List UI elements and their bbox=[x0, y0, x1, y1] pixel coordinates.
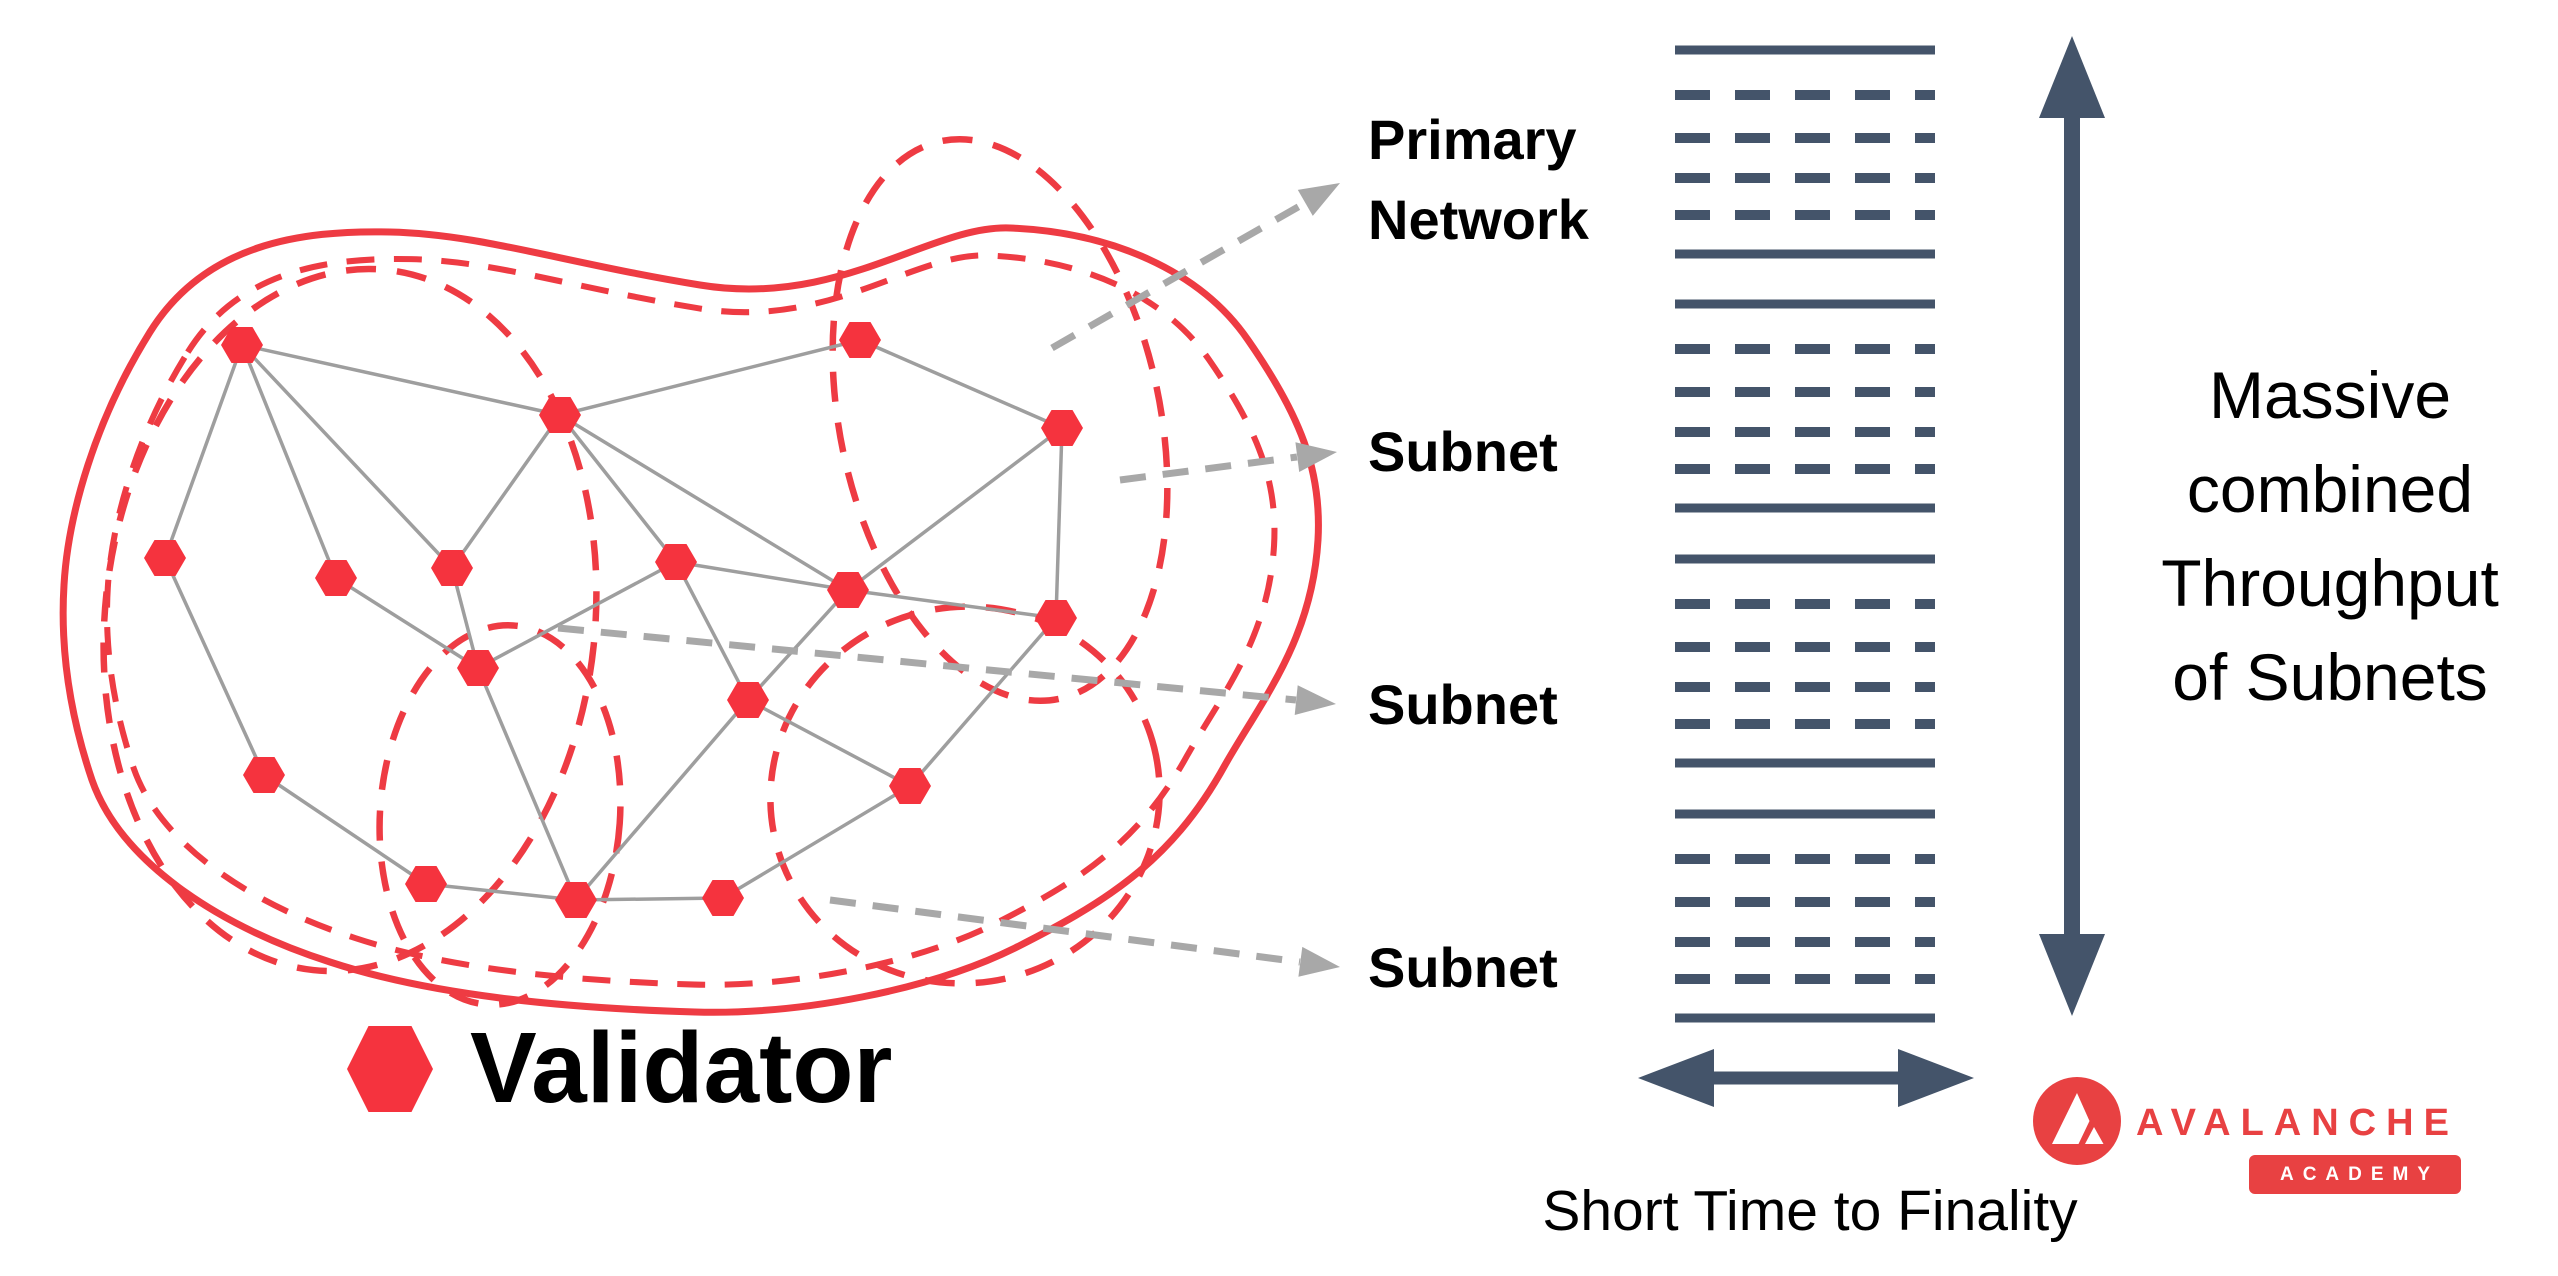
avalanche-wordmark: AVALANCHE bbox=[2136, 1102, 2459, 1144]
validator-hexagon bbox=[702, 880, 744, 916]
network-edge bbox=[263, 773, 427, 886]
arrowhead-icon bbox=[1298, 946, 1340, 977]
horizontal-double-arrow-icon bbox=[1638, 1049, 1974, 1107]
network-edge bbox=[425, 882, 577, 902]
arrowhead-icon bbox=[1297, 183, 1340, 216]
subnet-boundary-center bbox=[376, 622, 624, 1008]
academy-badge: ACADEMY bbox=[2249, 1155, 2461, 1194]
network-edge bbox=[558, 413, 678, 564]
avalanche-logo-icon bbox=[2033, 1077, 2121, 1165]
network-edge bbox=[675, 560, 849, 592]
subnet-label-3: Subnet bbox=[1368, 936, 1558, 999]
validator-hexagon bbox=[1035, 600, 1077, 636]
network-edges bbox=[163, 338, 1064, 902]
arrowhead-icon bbox=[1295, 442, 1337, 472]
validator-hexagon bbox=[539, 397, 581, 433]
network-edge bbox=[450, 413, 562, 570]
network-edge bbox=[559, 413, 849, 592]
validator-hexagon bbox=[431, 550, 473, 586]
validator-hexagon bbox=[555, 882, 597, 918]
network-edge bbox=[674, 561, 750, 701]
network-edge bbox=[476, 667, 578, 901]
network-edge bbox=[846, 426, 1064, 592]
validator-legend-hexagon-icon bbox=[347, 1026, 433, 1112]
network-edge bbox=[722, 784, 911, 900]
leader-line-subnet-3 bbox=[829, 896, 1301, 966]
subnet-boundary-outer bbox=[103, 252, 1278, 988]
validator-hexagon bbox=[457, 650, 499, 686]
subnet-boundary-bottom-right bbox=[767, 603, 1163, 987]
leader-line-subnet-1 bbox=[1119, 453, 1298, 484]
network-edge bbox=[1054, 427, 1064, 619]
network-edge bbox=[240, 343, 454, 570]
leader-line-subnet-2 bbox=[557, 624, 1297, 704]
primary-network-label-line1: Primary bbox=[1368, 108, 1577, 171]
massive-throughput-label: Massive combined Throughput of Subnets bbox=[2110, 348, 2550, 724]
network-edge bbox=[163, 557, 266, 776]
subnet-label-1: Subnet bbox=[1368, 420, 1558, 483]
block-stack bbox=[1675, 45, 1935, 1023]
subnet-boundary-top-right bbox=[829, 136, 1171, 704]
network-edge bbox=[847, 588, 1057, 620]
network-edge bbox=[477, 560, 677, 670]
primary-network-label-line2: Network bbox=[1368, 188, 1589, 251]
network-edge bbox=[574, 698, 750, 902]
validator-hexagon bbox=[889, 768, 931, 804]
network-edge bbox=[241, 343, 561, 417]
validator-hexagon bbox=[655, 544, 697, 580]
validator-hexagon bbox=[827, 572, 869, 608]
network-edge bbox=[746, 588, 850, 702]
validator-nodes bbox=[144, 322, 1083, 918]
massive-throughput-line3: Throughput bbox=[2161, 546, 2499, 620]
short-time-finality-label: Short Time to Finality bbox=[1542, 1179, 2078, 1243]
network-edge bbox=[575, 896, 724, 902]
network-edge bbox=[335, 576, 479, 670]
validator-hexagon bbox=[221, 327, 263, 363]
vertical-double-arrow-icon bbox=[2039, 36, 2105, 1016]
callout-leaders bbox=[557, 183, 1340, 977]
network-edge bbox=[559, 338, 861, 417]
arrowhead-icon bbox=[1294, 685, 1336, 715]
primary-network-label: Primary Network bbox=[1368, 100, 1589, 260]
validator-hexagon bbox=[243, 757, 285, 793]
validator-hexagon bbox=[315, 560, 357, 596]
subnet-boundary-left bbox=[100, 265, 600, 975]
massive-throughput-line1: Massive bbox=[2208, 358, 2452, 432]
primary-network-outline bbox=[59, 224, 1322, 1016]
validator-hexagon bbox=[839, 322, 881, 358]
network-edge bbox=[240, 344, 338, 579]
validator-hexagon bbox=[405, 866, 447, 902]
network-edge bbox=[908, 616, 1058, 788]
network-edge bbox=[747, 698, 911, 788]
massive-throughput-line4: of Subnets bbox=[2172, 640, 2488, 714]
validator-hexagon bbox=[1041, 410, 1083, 446]
network-edge bbox=[163, 344, 244, 559]
subnet-label-2: Subnet bbox=[1368, 673, 1558, 736]
validator-hexagon bbox=[144, 540, 186, 576]
validator-hexagon bbox=[727, 682, 769, 718]
massive-throughput-line2: combined bbox=[2186, 452, 2474, 526]
leader-line-primary-network bbox=[1050, 199, 1307, 352]
network-edge bbox=[859, 338, 1063, 430]
validator-legend-label: Validator bbox=[470, 1012, 893, 1124]
